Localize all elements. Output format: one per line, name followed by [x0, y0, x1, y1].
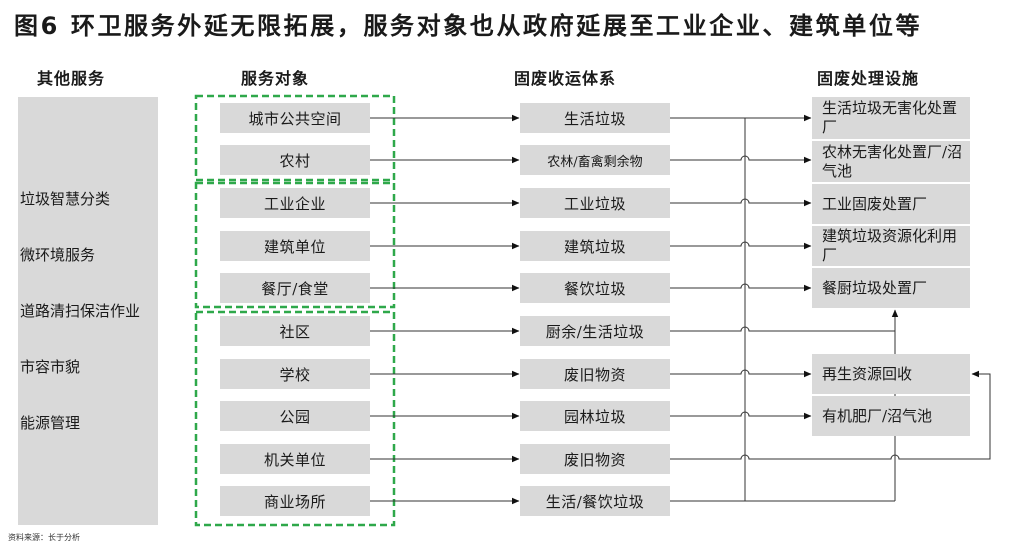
other-services-panel: 垃圾智慧分类 微环境服务 道路清扫保洁作业 市容市貌 能源管理 — [18, 97, 158, 525]
arrow-collection-to-facility — [670, 241, 812, 250]
arrow-collection-to-facility — [670, 155, 812, 164]
arrow-collection-to-facility — [670, 369, 812, 378]
group-frame-enterprise — [194, 181, 396, 309]
treatment-facility-box: 生活垃圾无害化处置厂 — [812, 97, 970, 139]
service-object-box: 城市公共空间 — [220, 103, 370, 133]
collection-stream-box: 餐饮垃圾 — [520, 273, 670, 303]
other-service-item: 市容市貌 — [20, 358, 81, 376]
arrow-collection-to-facility — [670, 198, 812, 207]
treatment-facility-box: 餐厨垃圾处置厂 — [812, 268, 970, 308]
collection-stream-box: 园林垃圾 — [520, 401, 670, 431]
treatment-facility-box: 建筑垃圾资源化利用厂 — [812, 226, 970, 266]
other-service-item: 能源管理 — [20, 414, 81, 432]
collection-stream-box: 废旧物资 — [520, 444, 670, 474]
collection-stream-box: 厨余/生活垃圾 — [520, 316, 670, 346]
treatment-facility-label: 再生资源回收 — [822, 364, 913, 383]
arrow-collection-to-facility — [670, 411, 812, 420]
treatment-facility-label: 有机肥厂/沼气池 — [822, 406, 933, 425]
treatment-facility-label: 农林无害化处置厂/沼气池 — [822, 142, 963, 180]
service-object-box: 工业企业 — [220, 188, 370, 218]
treatment-facility-box: 有机肥厂/沼气池 — [812, 396, 970, 436]
service-object-box: 公园 — [220, 401, 370, 431]
group-frame-community — [194, 310, 396, 527]
connector-recyclables-loop — [670, 370, 991, 460]
service-object-box: 农村 — [220, 145, 370, 175]
column-header-service-objects: 服务对象 — [241, 69, 310, 88]
treatment-facility-label: 工业固废处置厂 — [822, 194, 928, 213]
service-object-box: 餐厅/食堂 — [220, 273, 370, 303]
collection-stream-box: 农林/畜禽剩余物 — [520, 145, 670, 175]
collection-stream-box: 废旧物资 — [520, 359, 670, 389]
group-frame-public — [194, 94, 396, 182]
collection-stream-box: 建筑垃圾 — [520, 231, 670, 261]
service-object-box: 建筑单位 — [220, 231, 370, 261]
connector-kitchen-waste — [670, 326, 895, 332]
collection-stream-box: 生活/餐饮垃圾 — [520, 486, 670, 516]
figure-title: 图6 环卫服务外延无限拓展，服务对象也从政府延展至工业企业、建筑单位等 — [14, 12, 923, 40]
column-header-treatment-facilities: 固废处理设施 — [817, 69, 920, 88]
other-service-item: 道路清扫保洁作业 — [20, 302, 141, 320]
arrow-collection-to-facility — [670, 283, 812, 292]
treatment-facility-box: 农林无害化处置厂/沼气池 — [812, 141, 970, 182]
collection-stream-box: 生活垃圾 — [520, 103, 670, 133]
treatment-facility-box: 工业固废处置厂 — [812, 184, 970, 224]
treatment-facility-label: 建筑垃圾资源化利用厂 — [822, 227, 958, 264]
treatment-facility-label: 餐厨垃圾处置厂 — [822, 278, 928, 297]
service-object-box: 商业场所 — [220, 486, 370, 516]
source-note: 资料来源：长于分析 — [8, 533, 80, 542]
service-object-box: 社区 — [220, 316, 370, 346]
service-object-box: 机关单位 — [220, 444, 370, 474]
treatment-facility-label: 生活垃圾无害化处置厂 — [822, 99, 958, 136]
other-service-item: 微环境服务 — [20, 246, 96, 264]
treatment-facility-box: 再生资源回收 — [812, 354, 970, 394]
other-service-item: 垃圾智慧分类 — [20, 190, 111, 208]
service-object-box: 学校 — [220, 359, 370, 389]
column-header-other-services: 其他服务 — [37, 69, 106, 88]
column-header-collection-system: 固废收运体系 — [514, 69, 617, 88]
collection-stream-box: 工业垃圾 — [520, 188, 670, 218]
